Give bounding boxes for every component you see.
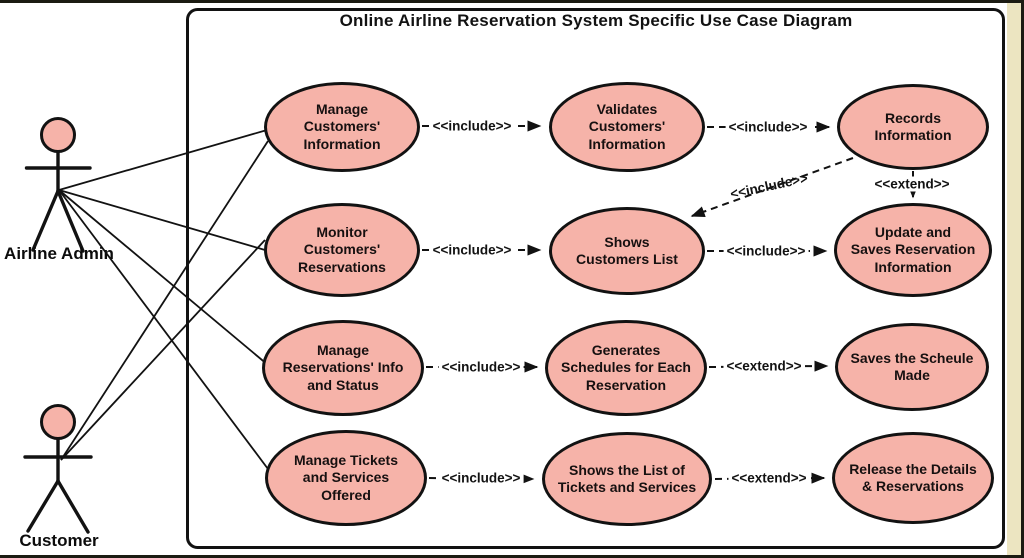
usecase-generates-schedules: Generates Schedules for Each Reservation <box>545 320 707 416</box>
usecase-label: Validates Customers' Information <box>588 100 666 152</box>
extend-arrow-row3-right <box>708 360 829 372</box>
usecase-monitor-customers-reservations: Monitor Customers' Reservations <box>264 203 420 297</box>
include-label: <<include>> <box>723 243 809 259</box>
diagram-title: Online Airline Reservation System Specif… <box>339 11 853 30</box>
association-customer-manage-customers <box>60 140 269 461</box>
usecase-label: Release the Details & Reservations <box>849 460 977 494</box>
association-admin-manage-tickets <box>58 189 269 470</box>
association-lines <box>58 129 269 470</box>
usecase-label: Records Information <box>874 109 952 143</box>
usecase-label: Shows the List of Tickets and Services <box>557 461 697 495</box>
usecase-label: Manage Tickets and Services Offered <box>293 451 398 503</box>
usecase-label: Saves the Scheule Made <box>850 349 974 383</box>
association-customer-monitor-reservations <box>60 239 266 461</box>
usecase-label: Manage Customers' Information <box>303 100 381 152</box>
include-arrow-records-to-showslist <box>690 157 854 217</box>
admin-actor-icon <box>24 117 92 253</box>
extend-label: <<extend>> <box>871 176 953 192</box>
usecase-saves-schedule-made: Saves the Scheule Made <box>835 323 989 411</box>
usecase-shows-customers-list: Shows Customers List <box>549 207 705 295</box>
usecase-label: Shows Customers List <box>576 233 678 267</box>
include-label: <<include>> <box>429 242 515 258</box>
usecase-manage-reservations-info-status: Manage Reservations' Info and Status <box>262 320 424 416</box>
customer-actor-icon <box>23 404 93 534</box>
usecase-shows-list-tickets-services: Shows the List of Tickets and Services <box>542 432 712 526</box>
usecase-records-information: Records Information <box>837 84 989 170</box>
usecase-manage-customers-information: Manage Customers' Information <box>264 82 420 172</box>
usecase-label: Monitor Customers' Reservations <box>298 223 386 275</box>
include-label: <<include>> <box>725 119 811 135</box>
include-label: <<include>> <box>438 359 524 375</box>
usecase-label: Update and Saves Reservation Information <box>850 223 976 275</box>
association-admin-manage-customers <box>58 129 268 191</box>
usecase-release-details-reservations: Release the Details & Reservations <box>832 432 994 524</box>
include-label: <<include>> <box>438 470 524 486</box>
include-label: <<include>> <box>429 118 515 134</box>
page-edge-line-bottom <box>0 555 1024 558</box>
page-edge-line-right <box>1021 0 1024 558</box>
extend-label: <<extend>> <box>723 358 805 374</box>
page-edge-strip <box>1007 0 1024 558</box>
customer-actor-label: Customer <box>19 531 99 550</box>
association-admin-monitor-reservations <box>58 189 266 251</box>
extend-label: <<extend>> <box>728 470 810 486</box>
page-edge-line-top <box>0 0 1024 3</box>
usecase-manage-tickets-services: Manage Tickets and Services Offered <box>265 430 427 526</box>
association-admin-manage-reservations <box>58 189 269 366</box>
usecase-label: Generates Schedules for Each Reservation <box>561 341 691 393</box>
admin-actor-label: Airline Admin <box>4 244 114 263</box>
usecase-label: Manage Reservations' Info and Status <box>282 341 404 393</box>
usecase-update-saves-reservation-information: Update and Saves Reservation Information <box>834 203 992 297</box>
usecase-validates-customers-information: Validates Customers' Information <box>549 82 705 172</box>
